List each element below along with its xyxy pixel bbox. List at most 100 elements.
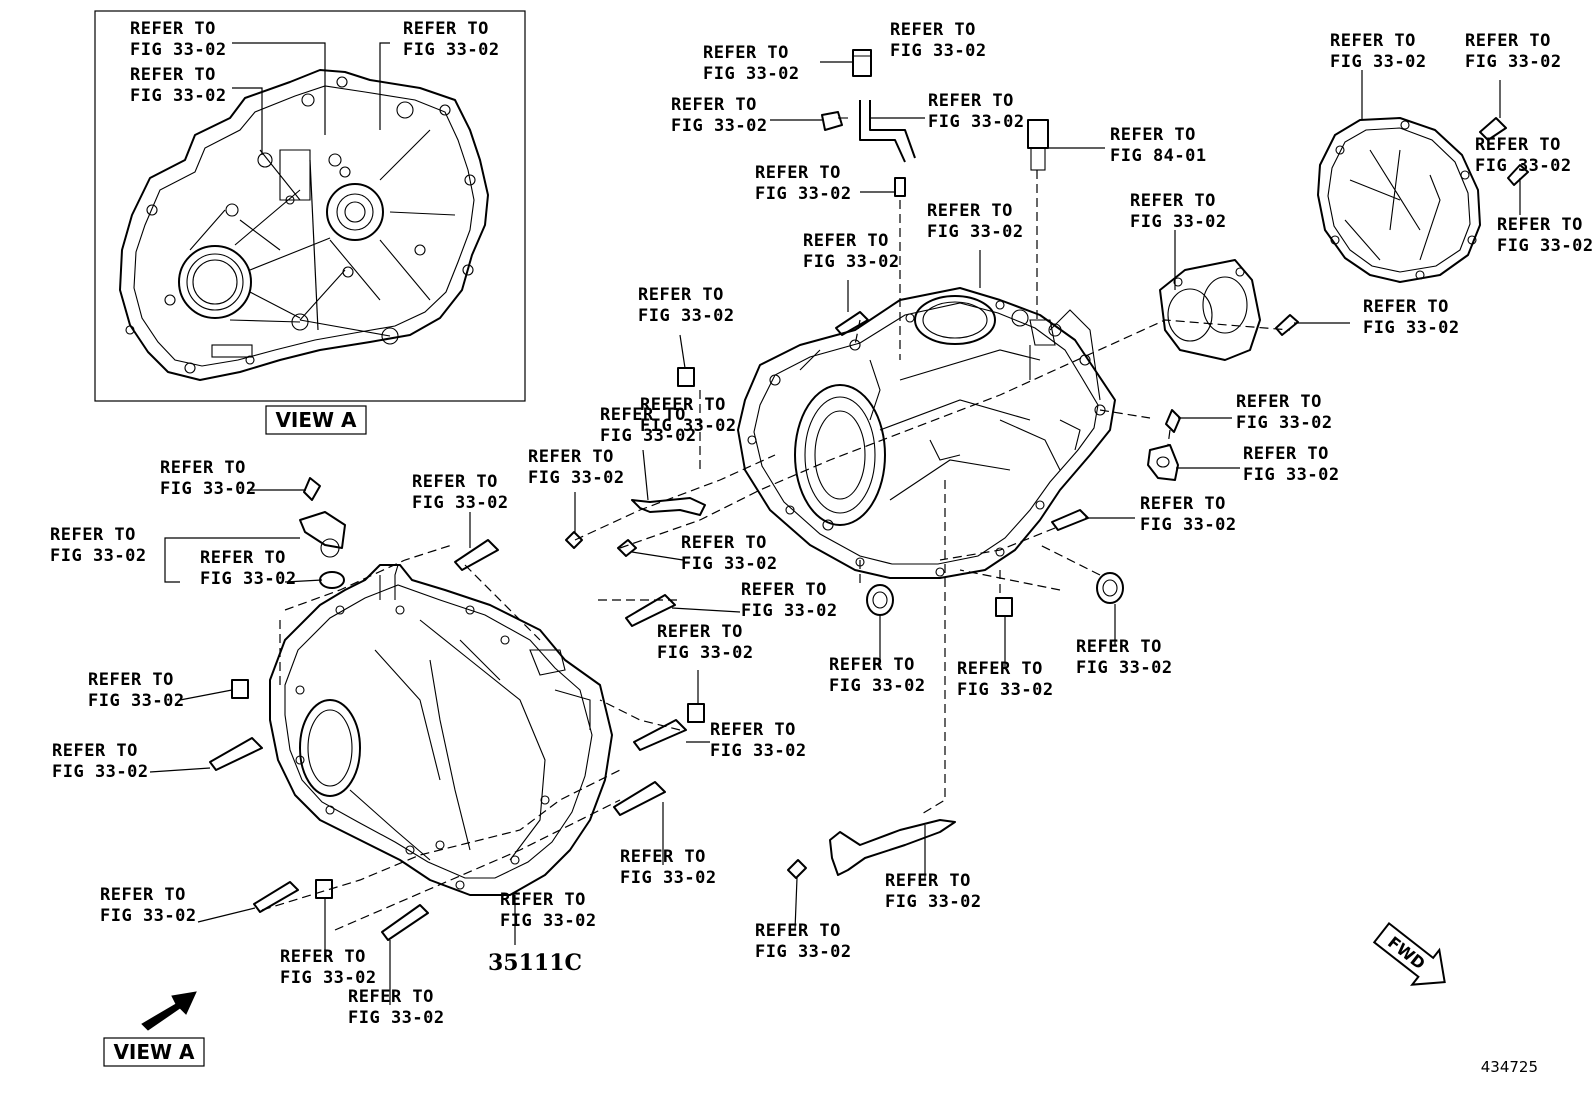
refer-label-line2: FIG 33-02 [710, 741, 807, 761]
refer-label-line2: FIG 33-02 [1236, 413, 1333, 433]
refer-label-line2: FIG 33-02 [620, 868, 717, 888]
refer-label-line2: FIG 33-02 [927, 222, 1024, 242]
refer-label-line1: REFER TO [671, 95, 757, 115]
mount-bracket [1147, 444, 1179, 481]
refer-label-line2: FIG 33-02 [528, 468, 625, 488]
refer-label-line1: REFER TO [829, 655, 915, 675]
refer-label-line1: REFER TO [1130, 191, 1216, 211]
refer-label-line2: FIG 33-02 [657, 643, 754, 663]
refer-label-line1: REFER TO [803, 231, 889, 251]
refer-label-line1: REFER TO [1076, 637, 1162, 657]
view-a-arrow [141, 991, 197, 1031]
refer-label-line1: REFER TO [50, 525, 136, 545]
refer-label-line2: FIG 33-02 [829, 676, 926, 696]
breather-plug [821, 111, 848, 131]
refer-label-line1: REFER TO [160, 458, 246, 478]
refer-label-line1: REFER TO [638, 285, 724, 305]
refer-label-line1: REFER TO [1243, 444, 1329, 464]
refer-label-line1: REFER TO [130, 65, 216, 85]
view-a-box-bottom [103, 1037, 205, 1067]
refer-label-line2: FIG 33-02 [1330, 52, 1427, 72]
refer-label-line2: FIG 33-02 [50, 546, 147, 566]
refer-label-line1: REFER TO [280, 947, 366, 967]
sensor-switch [1027, 119, 1049, 171]
refer-label-line2: FIG 33-02 [130, 86, 227, 106]
refer-label-line2: FIG 33-02 [130, 40, 227, 60]
refer-label-line1: REFER TO [657, 622, 743, 642]
refer-label-line2: FIG 33-02 [681, 554, 778, 574]
refer-label-line2: FIG 33-02 [600, 426, 697, 446]
pin [894, 177, 906, 197]
gasket-plate [1159, 259, 1261, 361]
refer-label-line1: REFER TO [681, 533, 767, 553]
refer-label-line2: FIG 33-02 [280, 968, 377, 988]
refer-label-line2: FIG 84-01 [1110, 146, 1207, 166]
refer-label-line2: FIG 33-02 [100, 906, 197, 926]
breather-cap [852, 49, 872, 77]
refer-label-line1: REFER TO [755, 921, 841, 941]
assembly-lines [261, 170, 1291, 931]
refer-label-line1: REFER TO [710, 720, 796, 740]
refer-label-line2: FIG 33-02 [671, 116, 768, 136]
refer-label-line1: REFER TO [741, 580, 827, 600]
refer-label-line1: REFER TO [88, 670, 174, 690]
fwd-arrow: FWD [1372, 921, 1446, 986]
refer-label-line1: REFER TO [885, 871, 971, 891]
refer-label-line2: FIG 33-02 [803, 252, 900, 272]
dowel-pins [231, 367, 1013, 899]
refer-label-line2: FIG 33-02 [500, 911, 597, 931]
refer-label-line2: FIG 33-02 [1243, 465, 1340, 485]
refer-label-line2: FIG 33-02 [755, 184, 852, 204]
refer-label-line2: FIG 33-02 [640, 416, 737, 436]
view-a-label-top: VIEW A [275, 408, 357, 432]
refer-label-line2: FIG 33-02 [1130, 212, 1227, 232]
view-a-label-bottom: VIEW A [113, 1040, 195, 1064]
oil-seals [866, 572, 1124, 616]
shift-lever [829, 819, 956, 876]
refer-label-line2: FIG 33-02 [638, 306, 735, 326]
refer-label-line1: REFER TO [348, 987, 434, 1007]
refer-label-line1: REFER TO [412, 472, 498, 492]
breather-hose [859, 100, 916, 163]
refer-label-line2: FIG 33-02 [885, 892, 982, 912]
refer-label-line1: REFER TO [890, 20, 976, 40]
refer-label-line2: FIG 33-02 [160, 479, 257, 499]
refer-label-line2: FIG 33-02 [200, 569, 297, 589]
refer-label-line1: REFER TO [528, 447, 614, 467]
refer-label-line1: REFER TO [600, 405, 686, 425]
refer-label-line2: FIG 33-02 [1497, 236, 1592, 256]
refer-label-line1: REFER TO [1475, 135, 1561, 155]
refer-label-line2: FIG 33-02 [403, 40, 500, 60]
bolts [209, 117, 1529, 941]
refer-label-line1: REFER TO [1465, 31, 1551, 51]
refer-label-line1: REFER TO [927, 201, 1013, 221]
